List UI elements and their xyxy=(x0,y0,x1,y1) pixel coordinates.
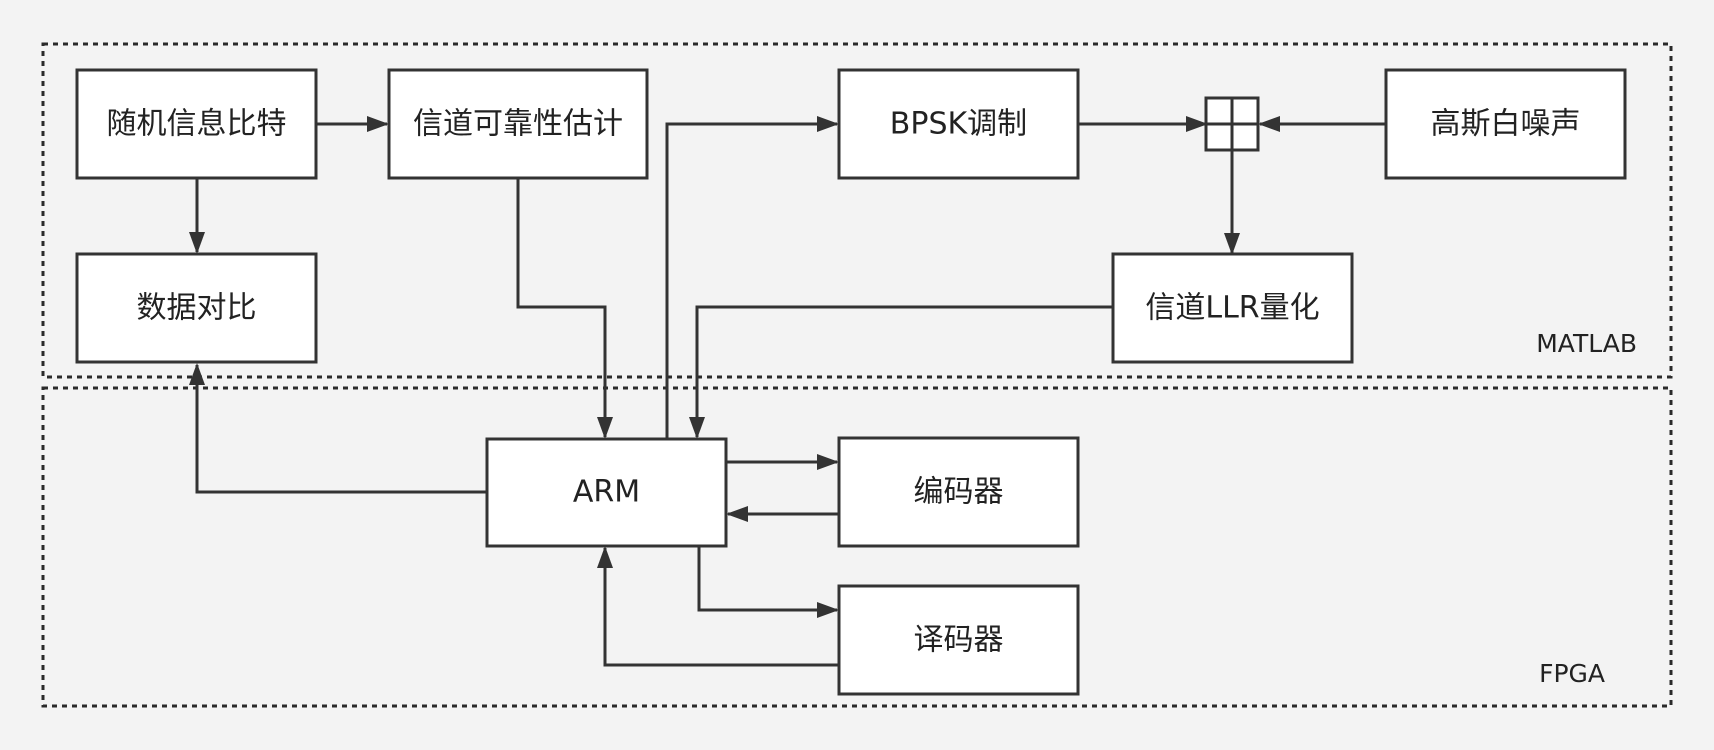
node-random-bits-box xyxy=(75,68,318,180)
edge-decoder-to-arm xyxy=(597,546,838,667)
node-bpsk: BPSK调制 xyxy=(837,68,1080,180)
node-data-compare: 数据对比 xyxy=(75,252,318,364)
region-fpga: FPGA xyxy=(41,386,1673,708)
region-fpga-border xyxy=(41,386,1673,708)
node-channel-llr-box xyxy=(1111,252,1354,364)
node-bpsk-label: BPSK调制 xyxy=(890,107,1027,142)
node-data-compare-label: 数据对比 xyxy=(137,291,257,326)
node-channel-reliability-label: 信道可靠性估计 xyxy=(413,107,623,142)
edge-arm-to-compare xyxy=(189,363,486,494)
node-channel-llr: 信道LLR量化 xyxy=(1111,252,1354,364)
region-matlab-label: MATLAB xyxy=(1536,329,1637,358)
node-arm-label: ARM xyxy=(573,475,640,510)
node-bpsk-box xyxy=(837,68,1080,180)
node-arm: ARM xyxy=(485,437,728,548)
edge-arm-to-bpsk xyxy=(665,116,839,439)
node-awgn-box xyxy=(1384,68,1627,180)
node-arm-box xyxy=(485,437,728,548)
node-encoder: 编码器 xyxy=(837,436,1080,548)
node-encoder-box xyxy=(837,436,1080,548)
region-matlab: MATLAB xyxy=(41,42,1673,379)
region-matlab-border xyxy=(41,42,1673,379)
node-decoder-box xyxy=(837,584,1080,696)
edge-llr-to-arm xyxy=(689,305,1112,439)
node-awgn-label: 高斯白噪声 xyxy=(1431,107,1581,142)
edge-reliability-to-arm xyxy=(516,178,613,439)
adder-symbol xyxy=(1204,96,1260,152)
node-random-bits-label: 随机信息比特 xyxy=(107,107,287,142)
node-channel-llr-label: 信道LLR量化 xyxy=(1145,291,1319,326)
edge-arm-to-decoder xyxy=(697,546,839,618)
node-encoder-label: 编码器 xyxy=(914,475,1004,510)
node-channel-reliability-box xyxy=(387,68,649,180)
edges xyxy=(189,116,1385,667)
node-decoder-label: 译码器 xyxy=(914,623,1004,658)
node-awgn: 高斯白噪声 xyxy=(1384,68,1627,180)
node-channel-reliability: 信道可靠性估计 xyxy=(387,68,649,180)
node-random-bits: 随机信息比特 xyxy=(75,68,318,180)
node-decoder: 译码器 xyxy=(837,584,1080,696)
region-fpga-label: FPGA xyxy=(1539,659,1605,688)
node-data-compare-box xyxy=(75,252,318,364)
